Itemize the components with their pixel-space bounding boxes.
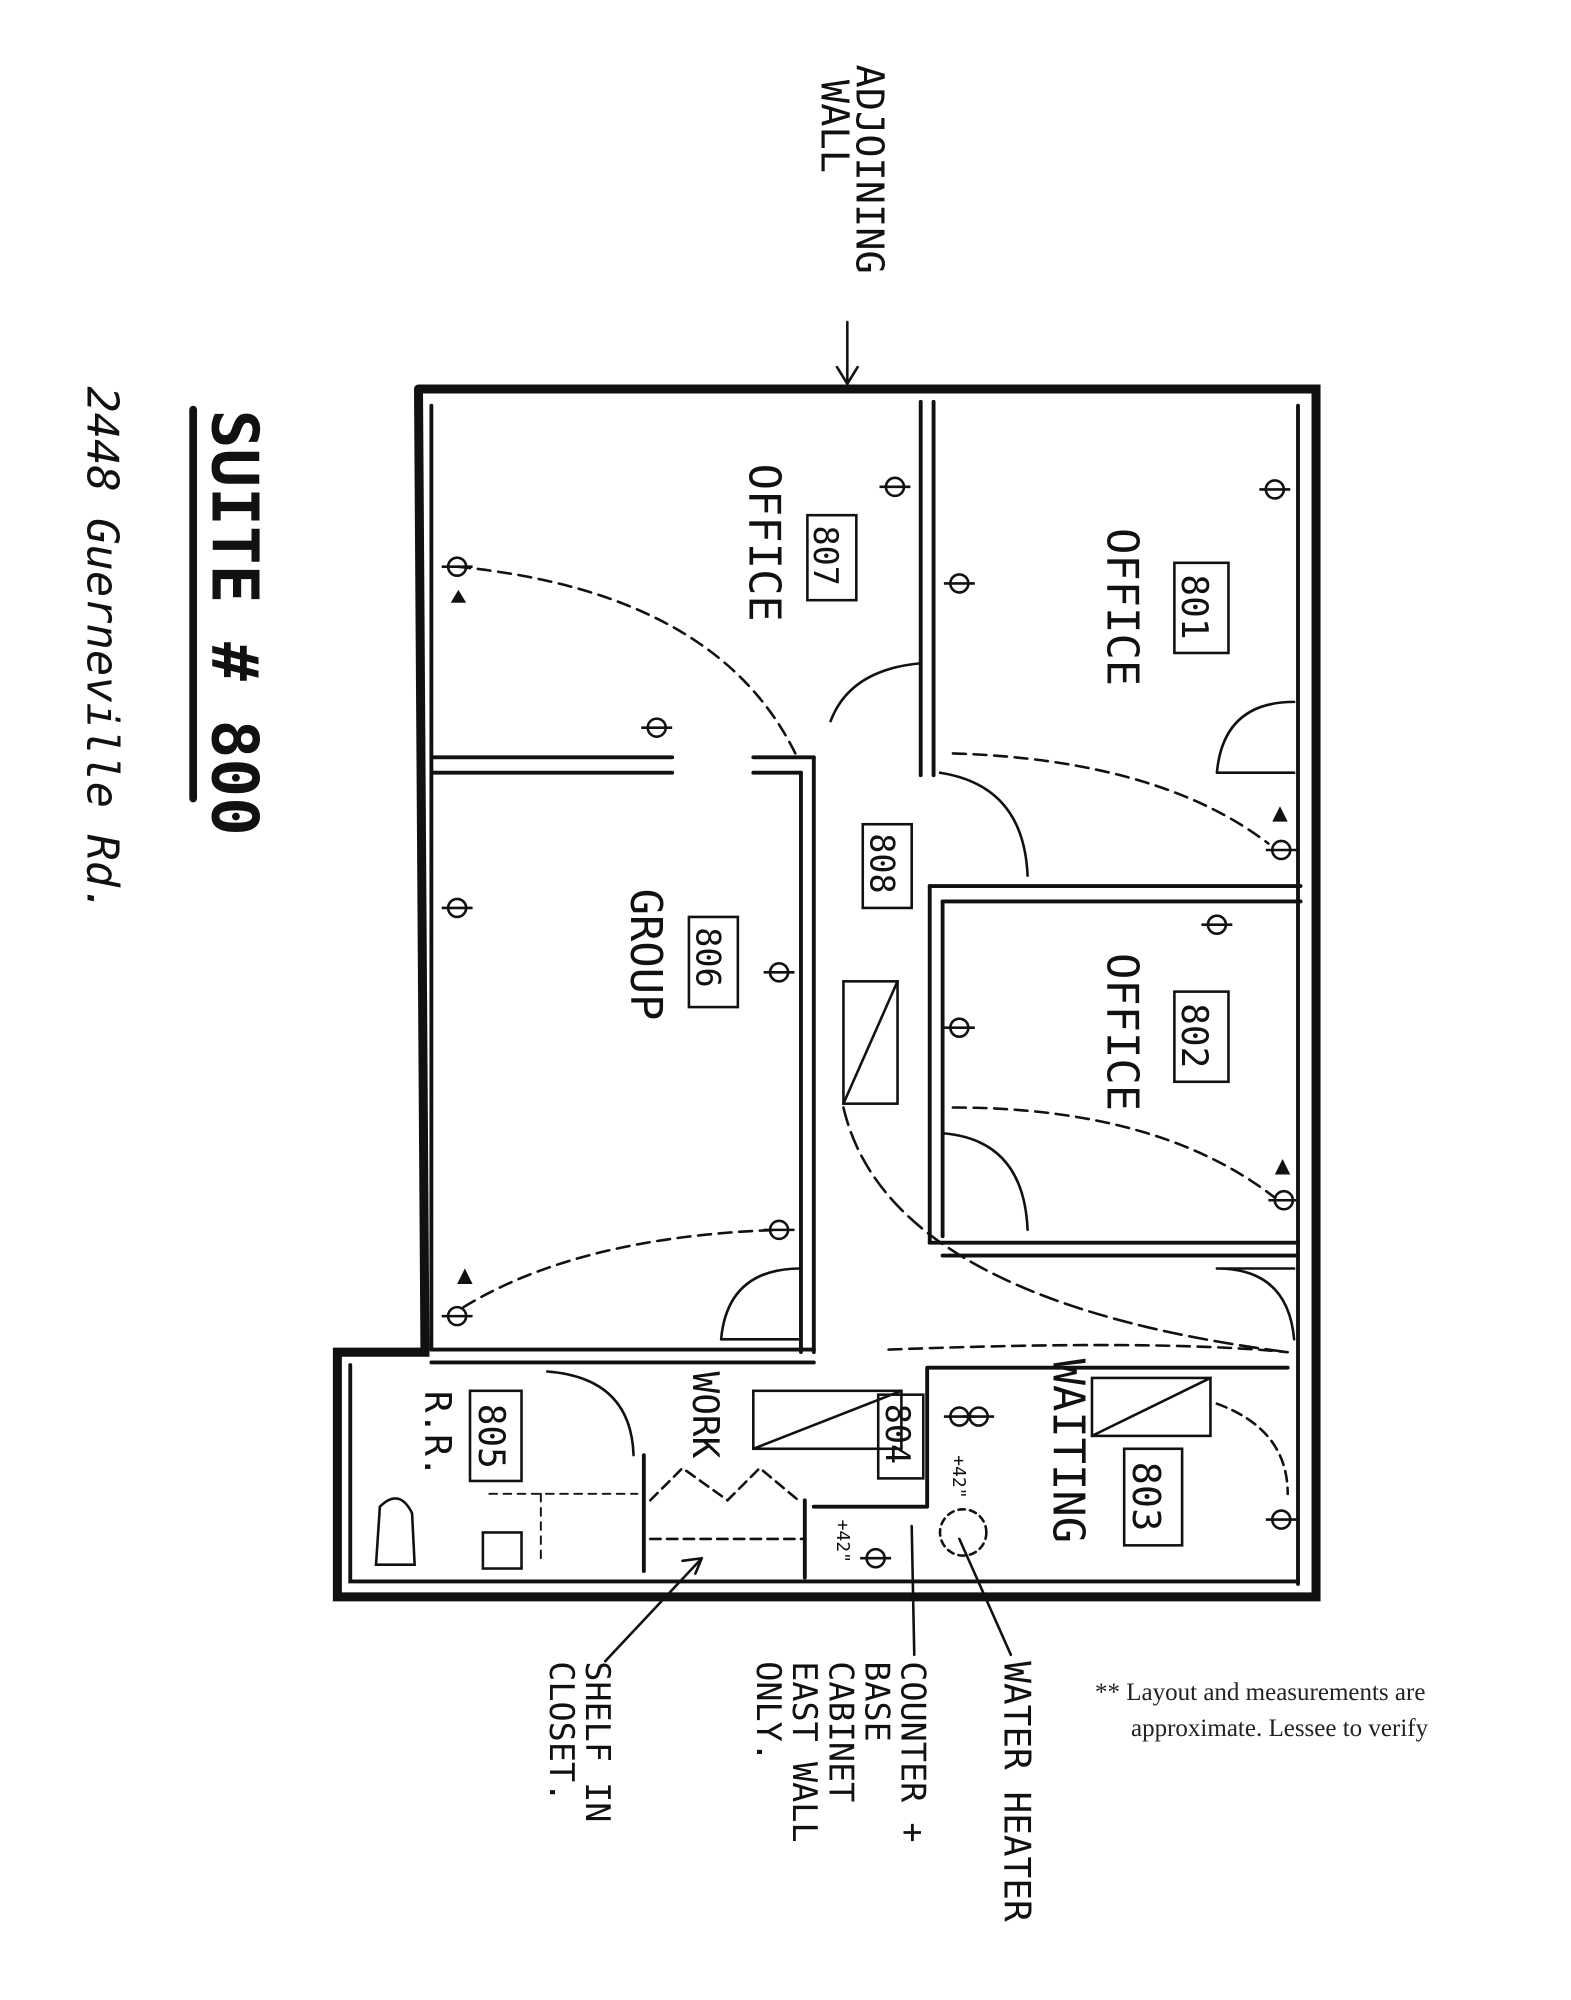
room-number-801: 801 xyxy=(1173,574,1215,639)
counter-callout: BASE xyxy=(857,1661,896,1742)
cabinet xyxy=(752,1389,903,1451)
height-label: +42" xyxy=(832,1520,853,1563)
toilet-icon xyxy=(374,1497,416,1566)
suite-title: SUITE # 800 xyxy=(196,410,271,836)
counter-callout: CABINET xyxy=(821,1661,860,1802)
door-swing xyxy=(951,752,1270,845)
door-swing xyxy=(1215,700,1296,775)
fixture xyxy=(488,1492,639,1566)
door-swing xyxy=(462,1228,781,1309)
room-name-802: OFFICE xyxy=(1096,953,1147,1111)
exterior-wall xyxy=(332,384,1321,1602)
counter-callout: ONLY. xyxy=(749,1661,788,1762)
note-line: ** Layout and measurements are xyxy=(1095,1679,1426,1706)
water-heater-callout: WATER HEATER xyxy=(995,1661,1037,1922)
interior-wall xyxy=(799,755,816,1355)
phone-icons xyxy=(450,589,1291,1284)
leader-line xyxy=(910,1524,916,1657)
cabinet xyxy=(1090,1376,1212,1438)
room-number-806: 806 xyxy=(689,927,728,987)
room-number-807: 807 xyxy=(806,525,845,585)
interior-wall xyxy=(927,1240,1300,1258)
shelf-callout: SHELF IN xyxy=(578,1661,617,1822)
room-number-804: 804 xyxy=(878,1404,917,1464)
adjoining-wall-label: WALL xyxy=(812,80,857,173)
shelf-callout: CLOSET. xyxy=(542,1661,581,1802)
room-number-803: 803 xyxy=(1123,1462,1168,1532)
counter-callout: COUNTER + xyxy=(893,1661,932,1842)
room-number-805: 805 xyxy=(470,1404,512,1469)
door-swing xyxy=(938,771,1029,878)
interior-wall xyxy=(918,399,936,778)
disclaimer-note: ** Layout and measurements are approxima… xyxy=(1095,1675,1428,1747)
door-swing xyxy=(545,1370,635,1457)
interior-wall xyxy=(348,1363,1300,1584)
cabinet xyxy=(842,980,899,1105)
note-line: approximate. Lessee to verify xyxy=(1131,1715,1429,1742)
interior-wall xyxy=(429,1347,816,1365)
door-swing xyxy=(829,661,922,723)
interior-wall xyxy=(641,1365,1290,1580)
shelf xyxy=(649,1466,807,1541)
room-name-801: OFFICE xyxy=(1096,528,1147,686)
room-number-808: 808 xyxy=(862,833,901,893)
counter-callout: EAST WALL xyxy=(785,1661,824,1842)
leader-line xyxy=(603,1556,704,1663)
adjoining-wall-label: ADJOINING xyxy=(846,64,891,273)
sink-icon xyxy=(481,1531,523,1570)
door-swing xyxy=(1215,1267,1296,1341)
room-name-804: WORK xyxy=(684,1372,726,1459)
door-swing xyxy=(842,1106,1289,1354)
room-name-807: OFFICE xyxy=(738,464,789,622)
arrow-icon xyxy=(835,320,859,387)
room-name-803: WAITING xyxy=(1042,1359,1093,1543)
water-heater-icon xyxy=(938,1507,988,1557)
leader-line xyxy=(958,1537,1013,1657)
door-swing xyxy=(455,565,800,762)
room-number-802: 802 xyxy=(1173,1003,1215,1068)
door-swing xyxy=(951,1106,1277,1199)
interior-wall xyxy=(927,884,1303,904)
height-label: +42" xyxy=(948,1455,969,1498)
door-swing xyxy=(941,1131,1029,1232)
interior-wall xyxy=(429,755,816,775)
room-name-805: R.R. xyxy=(416,1391,458,1478)
outlet-icons xyxy=(441,476,1300,1569)
room-name-806: GROUP xyxy=(620,889,671,1021)
interior-wall xyxy=(927,884,945,1245)
address: 2448 Guerneville Rd. xyxy=(77,386,128,913)
door-swing xyxy=(887,1343,1289,1354)
door-swing xyxy=(1215,1402,1289,1496)
door-swing xyxy=(719,1267,803,1341)
